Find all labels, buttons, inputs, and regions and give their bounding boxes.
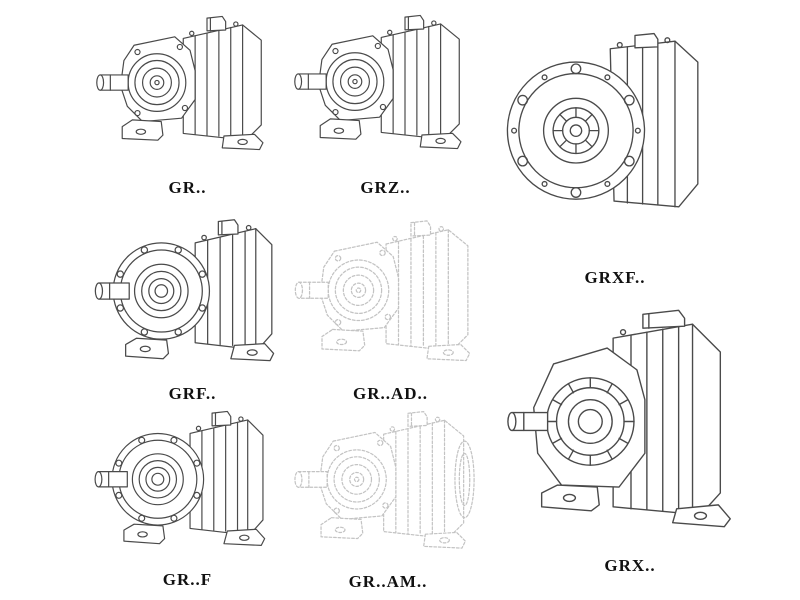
figure-grxf: GRXF.. <box>496 2 734 290</box>
gearbox-drawing-gr-am <box>288 402 488 569</box>
figure-label-gr-f: GR..F <box>162 570 213 589</box>
figure-gr: GR.. <box>90 2 285 200</box>
gearbox-drawing-grf <box>94 219 275 362</box>
gearbox-drawing-grxf <box>506 32 699 208</box>
gearbox-drawing-grz <box>294 14 462 150</box>
gearbox-drawing-grx <box>507 309 731 528</box>
figure-label-gr-am: GR..AM.. <box>348 572 428 591</box>
figure-label-grx: GRX.. <box>604 556 656 575</box>
figure-label-grf: GRF.. <box>168 384 217 403</box>
figure-grz: GRZ.. <box>288 0 483 200</box>
gearbox-drawing-gr-f <box>94 410 266 546</box>
gearbox-drawing-gr-ad <box>294 220 471 362</box>
figure-grf: GRF.. <box>90 210 295 406</box>
figure-gr-f: GR..F <box>90 400 285 592</box>
figure-gr-ad: GR..AD.. <box>288 212 493 406</box>
figure-label-grxf: GRXF.. <box>584 268 646 287</box>
figure-label-grz: GRZ.. <box>360 178 411 197</box>
figure-gr-am: GR..AM.. <box>288 402 488 594</box>
gearbox-drawing-gr <box>96 15 264 151</box>
figure-grx: GRX.. <box>496 290 764 578</box>
figure-label-gr: GR.. <box>168 178 207 197</box>
figure-label-gr-ad: GR..AD.. <box>352 384 429 403</box>
